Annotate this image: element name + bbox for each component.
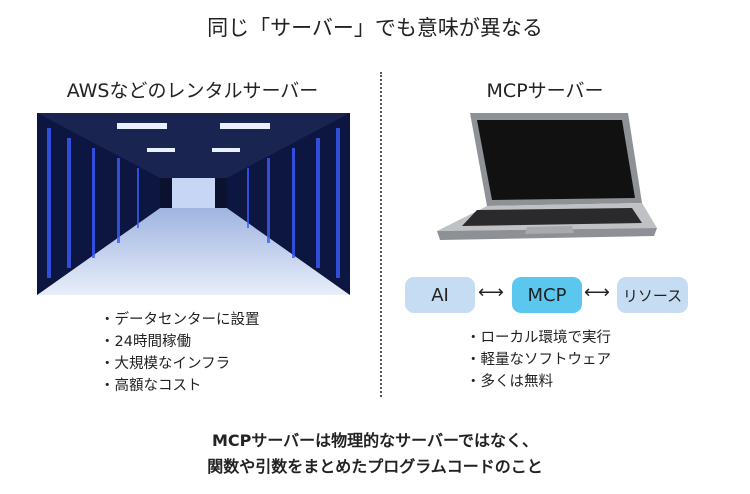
conclusion-line-1: MCPサーバーは物理的なサーバーではなく、 [211, 431, 539, 450]
bidirectional-arrow-icon: ⟷ [478, 282, 504, 303]
list-item: ・高額なコスト [100, 378, 202, 394]
right-bullet-list: ・ローカル環境で実行 ・軽量なソフトウェア ・多くは無料 [466, 327, 611, 393]
right-heading: MCPサーバー [486, 80, 604, 102]
list-item: ・ローカル環境で実行 [466, 330, 611, 346]
left-bullet-list: ・データセンターに設置 ・24時間稼働 ・大規模なインフラ ・高額なコスト [100, 309, 260, 397]
server-room-image [37, 113, 350, 295]
mcp-box: MCP [512, 277, 582, 313]
bidirectional-arrow-icon: ⟷ [584, 282, 610, 303]
conclusion-text: MCPサーバーは物理的なサーバーではなく、 関数や引数をまとめたプログラムコード… [0, 428, 750, 480]
list-item: ・軽量なソフトウェア [466, 352, 611, 368]
page-title: 同じ「サーバー」でも意味が異なる [207, 16, 543, 40]
list-item: ・データセンターに設置 [100, 312, 260, 328]
ai-box: AI [405, 277, 475, 313]
list-item: ・多くは無料 [466, 374, 553, 390]
conclusion-line-2: 関数や引数をまとめたプログラムコードのこと [207, 457, 543, 476]
divider [380, 72, 382, 397]
list-item: ・24時間稼働 [100, 334, 191, 350]
left-heading: AWSなどのレンタルサーバー [66, 80, 319, 102]
laptop-image [432, 108, 657, 263]
resource-box: リソース [617, 277, 688, 313]
list-item: ・大規模なインフラ [100, 356, 231, 372]
